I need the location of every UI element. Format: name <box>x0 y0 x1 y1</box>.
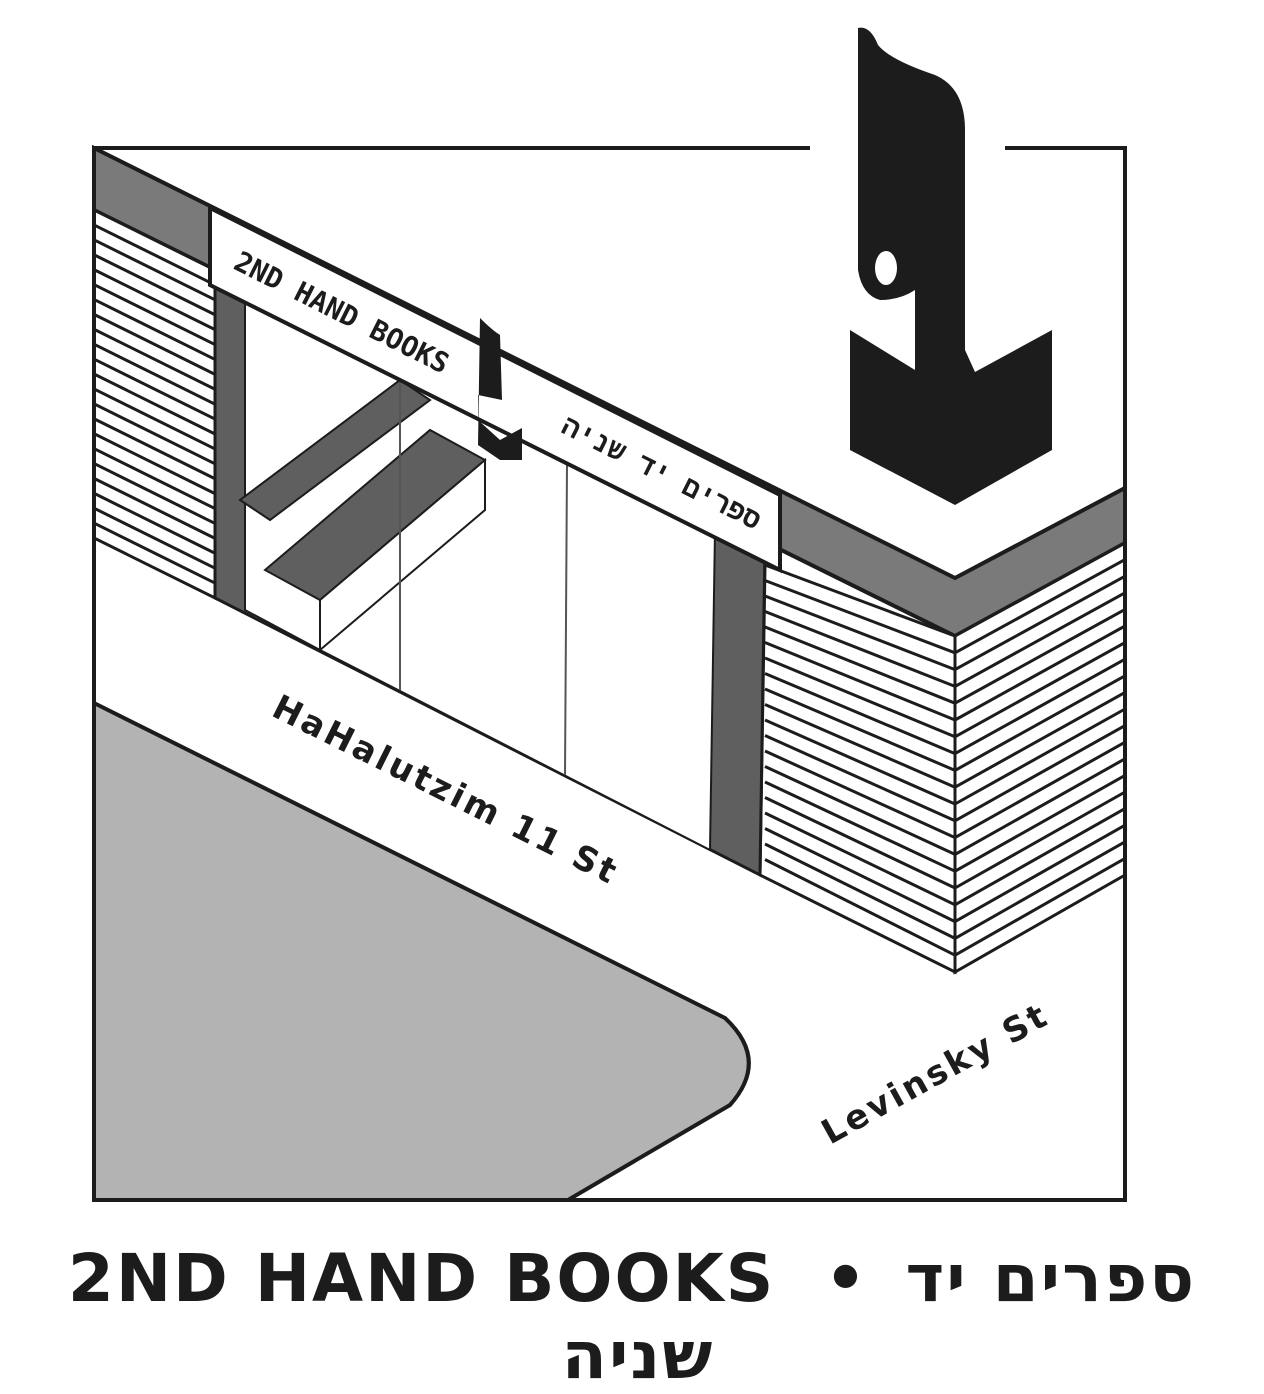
logo-dot <box>875 251 897 285</box>
shutter-slat <box>954 591 1126 688</box>
shutter-slat <box>93 447 216 510</box>
shutter-slat <box>954 624 1126 722</box>
shutter-slat <box>764 734 956 823</box>
bookshelf-side <box>319 457 486 653</box>
shutter-slat <box>764 749 956 839</box>
shutter-slat <box>954 790 1126 890</box>
shutter-slat <box>764 842 956 940</box>
shutter-slat <box>93 283 216 346</box>
shutter-slat <box>764 827 956 923</box>
shutter-slat <box>764 858 956 957</box>
bookshelf <box>238 378 432 522</box>
shutter-slat <box>764 610 956 688</box>
shutter-slat <box>93 357 216 421</box>
shutter-slat <box>954 657 1126 755</box>
shutter-slat <box>954 574 1126 671</box>
shutter-slat <box>764 687 956 772</box>
door-line <box>564 464 568 776</box>
shutter-slat <box>954 674 1126 772</box>
shutter-slat <box>93 253 216 317</box>
shutter-slat <box>93 372 216 436</box>
footer-english: 2ND HAND BOOKS <box>67 1240 776 1317</box>
shutter-slat <box>93 506 216 570</box>
footer-title: 2ND HAND BOOKS • ספרים יד שניה <box>0 1240 1264 1394</box>
shutter-slat <box>93 342 216 406</box>
shutter-slat <box>93 521 216 585</box>
bookstore-illustration: 2ND HAND BOOKS ספרים יד שניה HaHalutzim … <box>92 27 1127 1202</box>
shutter-slat <box>954 641 1126 739</box>
shutter-slat <box>764 718 956 806</box>
road-block <box>92 699 751 1202</box>
shutter-slat <box>93 387 216 451</box>
shutter-slat <box>764 594 956 671</box>
shutter-slat <box>764 672 956 755</box>
small-logo-icon <box>478 318 522 460</box>
shutter-slat <box>954 840 1126 940</box>
shutter-slat <box>93 432 216 495</box>
shutter-slat <box>764 796 956 890</box>
shutter-slat <box>764 641 956 722</box>
shutter-slat <box>93 491 216 555</box>
shutter-slat <box>764 765 956 856</box>
shutter-slat <box>954 740 1126 839</box>
shutter-slat <box>954 807 1126 907</box>
shutter-slat <box>954 857 1126 957</box>
shutter-slat <box>764 811 956 907</box>
street-cross: Levinsky St <box>815 995 1056 1153</box>
shutter-slat <box>764 656 956 739</box>
shutter-slat <box>93 313 216 376</box>
shutter-slat <box>954 558 1126 655</box>
shutter-slat <box>764 625 956 705</box>
logo-icon <box>850 27 1052 505</box>
shutter-slat <box>954 691 1126 789</box>
shutter-slat <box>954 707 1126 806</box>
shutter-slat <box>93 462 216 525</box>
shutter-slat <box>93 417 216 481</box>
footer-separator: • <box>824 1240 869 1317</box>
shutter-slat <box>954 757 1126 856</box>
shutter-slat <box>954 823 1126 923</box>
shutter-slat <box>954 608 1126 705</box>
shutter-slat <box>764 780 956 873</box>
shutter-slat <box>93 477 216 540</box>
right-shutter <box>758 562 957 975</box>
shutter-slat <box>954 724 1126 823</box>
frame <box>92 146 1127 1202</box>
shutter-slat <box>764 579 956 655</box>
shutter-slat <box>764 703 956 789</box>
shutter-slat <box>93 223 216 287</box>
shutter-slat <box>93 268 216 331</box>
shutter-slat <box>93 327 216 391</box>
shutter-slat <box>954 774 1126 873</box>
shutter-slat <box>93 402 216 466</box>
shutter-slat <box>93 238 216 302</box>
shutter-slat <box>93 298 216 361</box>
